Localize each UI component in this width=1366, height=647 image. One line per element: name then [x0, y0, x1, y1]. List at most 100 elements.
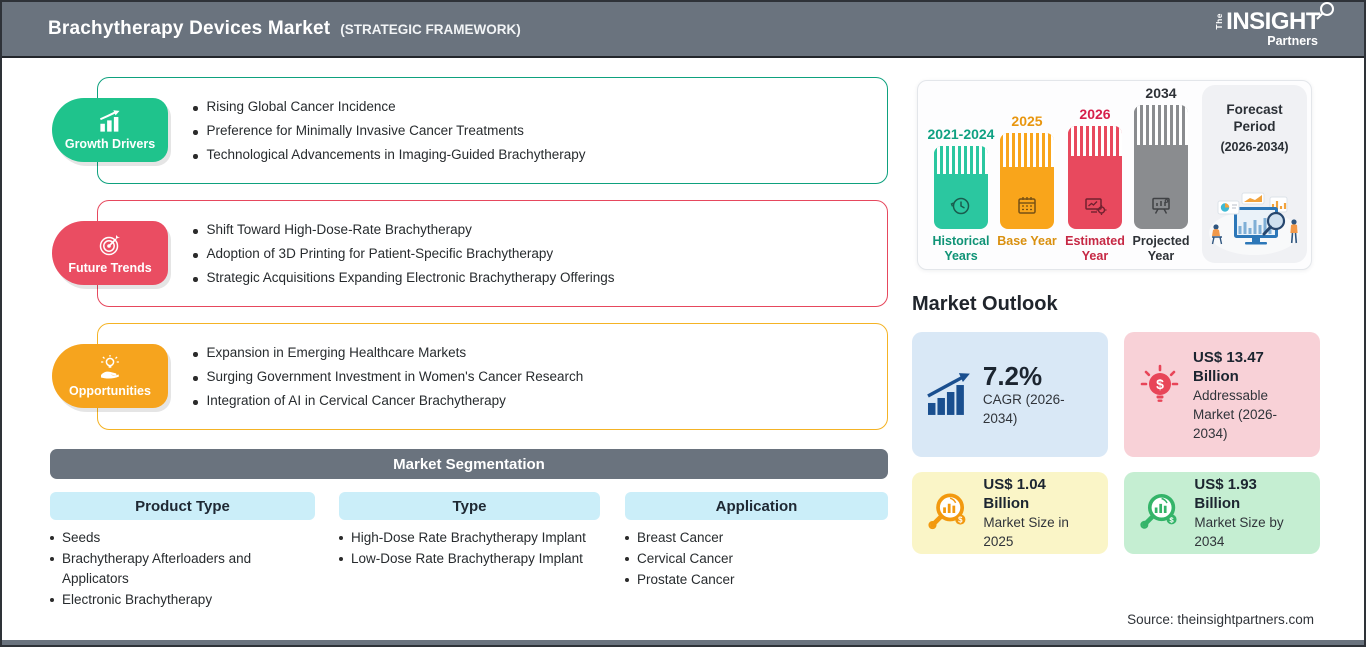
- bar-label-base: Base Year: [997, 234, 1057, 248]
- size-2034-label: Market Size by 2034: [1194, 515, 1284, 549]
- badge-label: Growth Drivers: [64, 137, 156, 151]
- list-item: Technological Advancements in Imaging-Gu…: [193, 147, 887, 162]
- segmentation-title: Market Segmentation: [393, 455, 545, 473]
- page-title: Brachytherapy Devices Market: [48, 18, 331, 39]
- future-trends-badge: Future Trends: [52, 221, 168, 285]
- growth-chart-icon: [99, 110, 119, 132]
- bar-stripes: [1000, 133, 1054, 167]
- bullet-dot: [50, 557, 54, 561]
- product-type-list: Seeds Brachytherapy Afterloaders and App…: [50, 528, 290, 611]
- driver-item: Rising Global Cancer Incidence: [206, 99, 396, 114]
- bullet-dot: [339, 536, 343, 540]
- list-item: Integration of AI in Cervical Cancer Bra…: [193, 393, 887, 408]
- bullet-dot: [193, 376, 198, 381]
- timeline-card: 2021-2024 2025 2026 2034: [917, 80, 1312, 270]
- analytics-illustration: [1209, 192, 1299, 255]
- trend-item: Strategic Acquisitions Expanding Electro…: [206, 270, 615, 285]
- column-header-application: Application: [625, 492, 888, 520]
- opportunities-box: Expansion in Emerging Healthcare Markets…: [97, 323, 888, 430]
- projected-year-bar: [1134, 105, 1188, 229]
- bar-stripes: [934, 146, 988, 174]
- bottom-bar: [2, 640, 1364, 645]
- bar-label-estimated: Estimated Year: [1065, 234, 1125, 263]
- list-item: Strategic Acquisitions Expanding Electro…: [193, 270, 887, 285]
- application-list: Breast Cancer Cervical Cancer Prostate C…: [625, 528, 875, 591]
- bullet-dot: [339, 557, 343, 561]
- bar-stripes: [1134, 105, 1188, 145]
- size-2025-text: US$ 1.04 Billion Market Size in 2025: [983, 475, 1094, 551]
- logo-insight: INSIGHT: [1226, 8, 1320, 36]
- opportunity-item: Surging Government Investment in Women's…: [206, 369, 584, 384]
- forecast-range: (2026-2034): [1220, 140, 1289, 154]
- svg-text:$: $: [1156, 376, 1164, 392]
- trend-item: Adoption of 3D Printing for Patient-Spec…: [206, 246, 554, 261]
- title-wrap: Brachytherapy Devices Market (STRATEGIC …: [48, 18, 521, 40]
- market-outlook-title: Market Outlook: [912, 293, 1058, 315]
- bullet-dot: [625, 578, 629, 582]
- growth-drivers-box: Rising Global Cancer Incidence Preferenc…: [97, 77, 888, 184]
- opportunities-badge: Opportunities: [52, 344, 168, 408]
- svg-text:$: $: [1169, 516, 1174, 525]
- badge-label: Opportunities: [69, 383, 151, 398]
- bullet-dot: [193, 277, 198, 282]
- list-item: Low-Dose Rate Brachytherapy Implant: [339, 549, 614, 569]
- year-label-historical: 2021-2024: [927, 126, 995, 142]
- presentation-chart-icon: [1152, 197, 1170, 214]
- bullet-dot: [193, 352, 198, 357]
- bar-stripes: [1068, 126, 1122, 156]
- bar-label-historical: Historical Years: [932, 234, 990, 263]
- year-label-base: 2025: [1011, 113, 1043, 129]
- page-subtitle: (STRATEGIC FRAMEWORK): [340, 22, 521, 37]
- list-item: Seeds: [50, 528, 290, 548]
- column-header-type: Type: [339, 492, 600, 520]
- bullet-dot: [193, 106, 198, 111]
- growth-drivers-badge: Growth Drivers: [52, 98, 168, 162]
- bar-label-projected: Projected Year: [1132, 234, 1190, 263]
- bullet-dot: [193, 154, 198, 159]
- type-list: High-Dose Rate Brachytherapy Implant Low…: [339, 528, 614, 570]
- segment-item: Brachytherapy Afterloaders and Applicato…: [62, 551, 252, 586]
- opportunity-item: Expansion in Emerging Healthcare Markets: [206, 345, 467, 360]
- bullet-dot: [50, 598, 54, 602]
- forecast-line1: Forecast: [1226, 102, 1283, 117]
- list-item: Shift Toward High-Dose-Rate Brachytherap…: [193, 222, 887, 237]
- calendar-icon: [1018, 197, 1036, 214]
- historical-years-bar: [934, 146, 988, 229]
- market-size-2034-card: $ US$ 1.93 Billion Market Size by 2034: [1124, 472, 1320, 554]
- list-item: Preference for Minimally Invasive Cancer…: [193, 123, 887, 138]
- size-2034-text: US$ 1.93 Billion Market Size by 2034: [1194, 475, 1306, 551]
- year-label-estimated: 2026: [1079, 106, 1111, 122]
- magnifier-chart-green-icon: $: [1140, 493, 1177, 529]
- magnifier-chart-orange-icon: $: [928, 493, 966, 530]
- list-item: High-Dose Rate Brachytherapy Implant: [339, 528, 614, 548]
- list-item: Expansion in Emerging Healthcare Markets: [193, 345, 887, 360]
- segment-item: Seeds: [62, 530, 101, 545]
- magnifier-icon: [1316, 2, 1334, 20]
- column-header-product-type: Product Type: [50, 492, 315, 520]
- bullet-dot: [193, 229, 198, 234]
- segment-item: Cervical Cancer: [637, 551, 734, 566]
- cagr-text: 7.2% CAGR (2026-2034): [983, 362, 1094, 428]
- cagr-value: 7.2%: [982, 360, 1043, 391]
- logo-partners: Partners: [1267, 34, 1318, 49]
- cagr-growth-icon: [927, 372, 970, 415]
- list-item: Adoption of 3D Printing for Patient-Spec…: [193, 246, 887, 261]
- bullet-dot: [625, 536, 629, 540]
- logo-row: The INSIGHT: [1214, 2, 1334, 36]
- history-clock-icon: [950, 197, 970, 215]
- cagr-card: 7.2% CAGR (2026-2034): [912, 332, 1108, 457]
- segment-item: High-Dose Rate Brachytherapy Implant: [351, 530, 586, 545]
- size-2034-value: US$ 1.93 Billion: [1194, 476, 1257, 512]
- monitor-gear-icon: [1085, 198, 1107, 215]
- base-year-bar: [1000, 133, 1054, 229]
- cagr-label: CAGR (2026-2034): [982, 391, 1065, 426]
- list-item: Breast Cancer: [625, 528, 875, 548]
- target-icon: [99, 234, 120, 255]
- segment-item: Breast Cancer: [637, 530, 724, 545]
- list-item: Electronic Brachytherapy: [50, 590, 290, 610]
- market-segmentation-bar: Market Segmentation: [50, 449, 888, 479]
- dollar-bulb-icon: $: [1140, 364, 1180, 402]
- driver-item: Technological Advancements in Imaging-Gu…: [206, 147, 586, 162]
- header: Brachytherapy Devices Market (STRATEGIC …: [2, 2, 1364, 58]
